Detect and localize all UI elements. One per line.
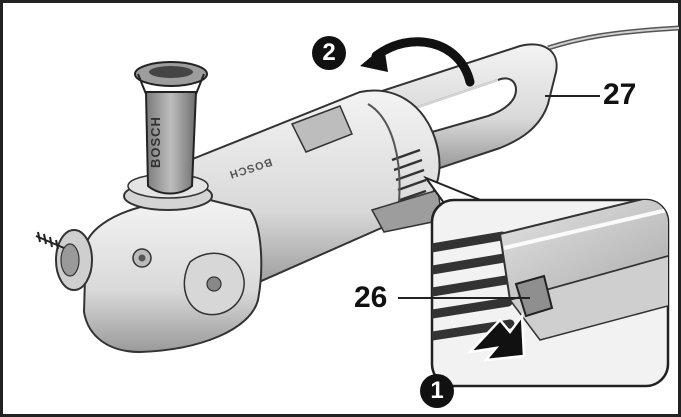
power-cord-highlight bbox=[547, 27, 680, 49]
push-arrow bbox=[466, 312, 526, 362]
step-badge-2: 2 bbox=[312, 36, 346, 70]
gear-head bbox=[35, 173, 263, 354]
handle-loop bbox=[328, 43, 558, 170]
auxiliary-handle bbox=[134, 61, 208, 195]
detail-inset bbox=[430, 198, 670, 388]
callout-27: 27 bbox=[603, 78, 637, 111]
rotation-arrow bbox=[360, 37, 475, 87]
on-off-switch bbox=[290, 105, 353, 153]
threaded-spindle bbox=[35, 231, 65, 250]
grip-shaft bbox=[144, 91, 198, 195]
grip-brand-text: BOSCH bbox=[148, 116, 163, 168]
step-badge-1: 1 bbox=[420, 374, 454, 408]
release-lever bbox=[514, 274, 554, 318]
callout-26: 26 bbox=[354, 281, 388, 314]
